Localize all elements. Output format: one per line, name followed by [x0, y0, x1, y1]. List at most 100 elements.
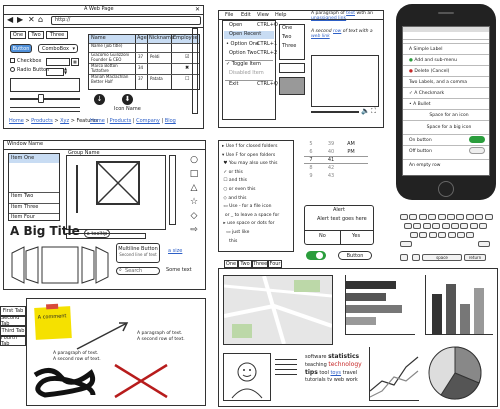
scrollbar[interactable] — [192, 28, 198, 114]
tree-item[interactable]: or _ to leave a space for — [224, 212, 280, 218]
table-row[interactable]: Name (job title) — [91, 43, 123, 48]
search-field[interactable]: ⌕ Search — [116, 267, 160, 275]
list-row[interactable]: Space for a big icon — [403, 120, 489, 134]
alert-yes-button[interactable]: Yes — [352, 233, 361, 239]
list-row[interactable]: ✓ A Checkmark — [403, 87, 489, 98]
menu-view[interactable]: View — [257, 12, 269, 18]
list-row[interactable]: Two Labels, and a comma — [403, 76, 489, 87]
vtab[interactable]: Fourth Tab — [0, 335, 26, 347]
keyboard-key[interactable] — [428, 214, 437, 220]
video-progress-bar[interactable] — [311, 111, 359, 113]
home-button[interactable] — [438, 181, 454, 197]
menu-item[interactable]: ✓ Toggle Item — [226, 61, 261, 67]
vtab[interactable]: First Tab — [0, 306, 26, 316]
keyboard-key[interactable] — [469, 223, 478, 229]
combobox[interactable]: ComboBox▾ — [38, 44, 78, 53]
keyboard-key[interactable] — [419, 232, 428, 238]
list-item[interactable]: Item Four — [11, 214, 35, 220]
star-icon[interactable]: ☆ — [189, 197, 199, 207]
backspace-key[interactable] — [478, 241, 490, 247]
menu-item[interactable]: • Option One — [226, 41, 260, 47]
tree-item[interactable]: ▸ Use f for closed folders — [222, 144, 278, 149]
keyboard-key[interactable] — [409, 214, 418, 220]
table-header-nickname[interactable]: Nickname — [149, 35, 174, 41]
keyboard-key[interactable] — [404, 223, 412, 229]
keyboard-key[interactable] — [484, 214, 493, 220]
tab-one[interactable]: One — [224, 260, 238, 268]
list-item[interactable]: Two — [282, 34, 292, 40]
diamond-icon[interactable]: ◇ — [190, 211, 198, 221]
keyboard-key[interactable] — [418, 214, 427, 220]
keyboard-key[interactable] — [451, 223, 459, 229]
list-item[interactable]: One — [282, 25, 293, 31]
back-arrow-icon[interactable]: ◀ — [7, 15, 14, 24]
alert-no-button[interactable]: No — [319, 233, 326, 239]
list-row[interactable]: Off button — [403, 145, 489, 156]
list-row[interactable]: An empty row — [403, 159, 489, 170]
vertical-slider[interactable] — [76, 165, 78, 213]
text-area[interactable] — [10, 78, 80, 92]
menu-item[interactable]: Open Recent — [229, 31, 262, 37]
vtab[interactable]: Third Tab — [0, 326, 26, 336]
checkbox-icon[interactable]: ☐ — [185, 76, 190, 82]
list-row[interactable]: Space for an icon — [403, 109, 489, 120]
tree-item[interactable]: ▾ Use F for open folders — [222, 152, 276, 158]
space-key[interactable]: space — [422, 254, 462, 261]
list-item[interactable]: Item One — [11, 155, 35, 161]
checkbox-icon[interactable]: ☑ — [185, 54, 190, 60]
keyboard-key[interactable] — [400, 214, 408, 220]
numeric-stepper[interactable] — [46, 68, 64, 76]
tab-three[interactable]: Three — [252, 260, 268, 268]
table-row[interactable]: Giacomo Guilizzoni Founder & CEO — [91, 52, 130, 62]
tab-four[interactable]: Four — [268, 260, 282, 268]
tree-item[interactable]: this — [229, 238, 238, 244]
multiline-button[interactable]: Multiline Button Second line of text — [116, 243, 160, 263]
size-link[interactable]: a size — [168, 248, 183, 254]
keyboard-key[interactable] — [428, 232, 437, 238]
keyboard-key[interactable] — [456, 214, 465, 220]
tree-item[interactable]: ▭ Use - for a file icon — [222, 204, 272, 210]
table-header-name[interactable]: Name — [91, 35, 106, 41]
down-arrow-circle-icon[interactable]: ↓ — [94, 94, 105, 105]
tab-one[interactable]: One — [10, 31, 26, 39]
tab-two[interactable]: Two — [28, 31, 44, 39]
tree-item[interactable]: ▭ just like — [222, 229, 250, 235]
menu-file[interactable]: File — [225, 12, 234, 18]
checkbox[interactable]: Checkbox — [10, 58, 41, 65]
tree-item[interactable]: ♥ You may also use this — [222, 161, 278, 167]
keyboard-key[interactable] — [466, 232, 475, 238]
table-header-employee[interactable]: Employee — [173, 35, 198, 41]
vtab[interactable]: Second Tab — [0, 315, 26, 327]
list-item[interactable]: Item Three — [11, 204, 39, 210]
keyboard-key[interactable] — [438, 232, 447, 238]
download-circle-icon[interactable]: ⬇ — [122, 94, 133, 105]
on-toggle[interactable] — [469, 136, 485, 143]
keyboard-key[interactable] — [447, 232, 456, 238]
menu-item[interactable]: Exit — [229, 81, 239, 87]
table-row[interactable]: Mariah Maclachlan Better Half — [91, 74, 129, 84]
forward-arrow-icon[interactable]: ▶ — [17, 15, 24, 24]
radio-button[interactable]: Radio Button — [10, 67, 49, 74]
keyboard-key[interactable] — [410, 232, 418, 238]
keyboard-key[interactable] — [460, 223, 469, 229]
return-key[interactable]: return — [464, 254, 486, 261]
triangle-icon[interactable]: △ — [190, 183, 198, 193]
list-row[interactable]: A Simple Label — [403, 43, 489, 54]
slider-thumb[interactable] — [38, 94, 44, 103]
list-row[interactable]: ● Delete (Cancel) — [403, 65, 489, 76]
menu-edit[interactable]: Edit — [241, 12, 251, 18]
home-icon[interactable]: ⌂ — [38, 15, 44, 24]
tree-item[interactable]: ○ or even this — [222, 186, 256, 192]
off-toggle[interactable] — [469, 147, 485, 154]
url-field[interactable]: http:// — [55, 17, 71, 23]
date-field[interactable] — [46, 58, 70, 66]
keyboard-key[interactable] — [441, 223, 450, 229]
volume-icon[interactable]: 🔈 — [361, 107, 370, 115]
keyboard-key[interactable] — [475, 214, 484, 220]
keyboard-key[interactable] — [465, 214, 474, 220]
arrow-icon[interactable]: ⇨ — [190, 225, 198, 235]
map[interactable] — [223, 275, 333, 345]
square-icon[interactable]: □ — [189, 169, 199, 179]
browser-close-icon[interactable]: ✕ — [194, 6, 200, 13]
